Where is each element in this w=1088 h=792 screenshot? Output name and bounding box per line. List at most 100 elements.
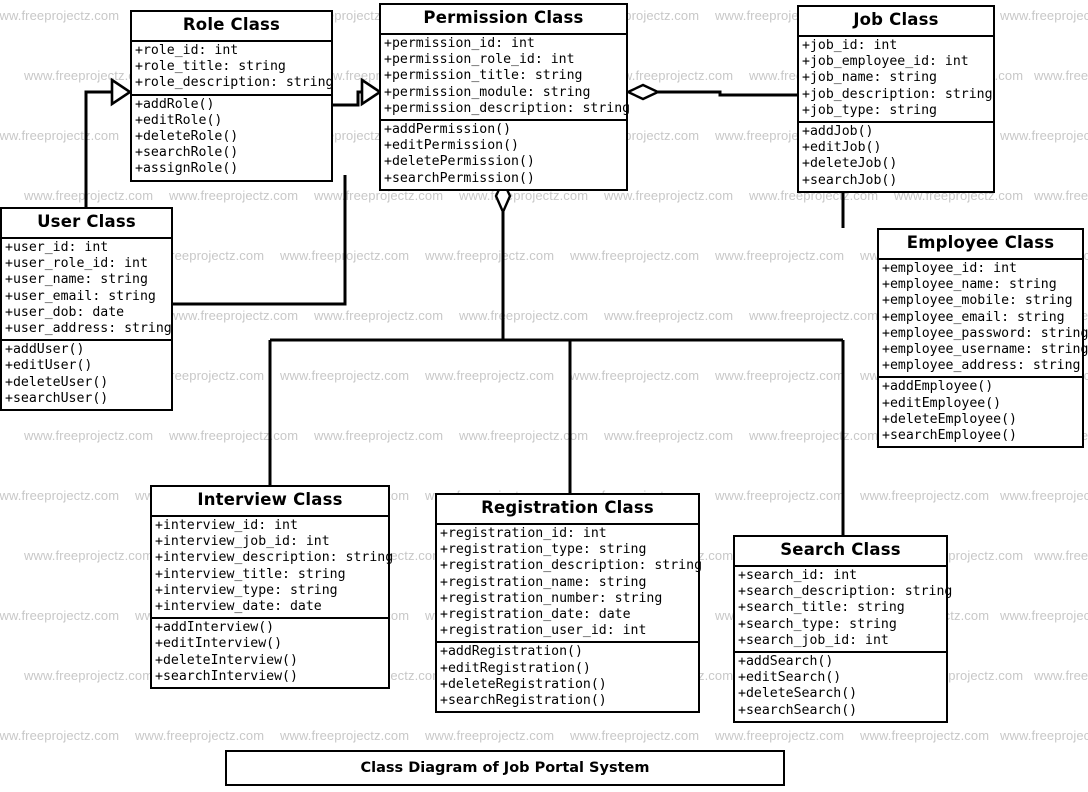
class-attributes-user: +user_id: int +user_role_id: int +user_n… [2,239,172,342]
method-row: +deletePermission() [384,154,535,170]
class-box-registration[interactable]: Registration Class +registration_id: int… [435,493,703,714]
attribute-row: +search_title: string [738,600,905,616]
class-title-user: User Class [2,209,171,239]
attribute-row: +user_email: string [5,288,156,304]
attribute-row: +job_type: string [802,102,937,118]
class-attributes-employee: +employee_id: int +employee_name: string… [879,260,1088,379]
method-row: +deleteSearch() [738,686,858,702]
attribute-row: +employee_mobile: string [882,293,1073,309]
wire-permission-to-job [658,90,797,97]
method-row: +addInterview() [155,620,275,636]
attribute-row: +user_role_id: int [5,256,148,272]
attribute-row: +registration_id: int [440,525,607,541]
class-box-search[interactable]: Search Class +search_id: int +search_des… [733,535,953,723]
attribute-row: +permission_module: string [384,84,591,100]
attribute-row: +job_description: string [802,86,993,102]
method-row: +editJob() [802,140,882,156]
method-row: +editRole() [135,112,223,128]
class-methods-interview: +addInterview() +editInterview() +delete… [152,619,388,687]
class-methods-job: +addJob() +editJob() +deleteJob() +searc… [799,123,993,191]
class-title-employee: Employee Class [879,230,1082,260]
class-title-job: Job Class [799,7,993,37]
attribute-row: +registration_number: string [440,590,663,606]
method-row: +searchPermission() [384,170,535,186]
attribute-row: +role_id: int [135,42,239,58]
attribute-row: +interview_date: date [155,598,322,614]
class-title-permission: Permission Class [381,5,626,35]
method-row: +addJob() [802,123,874,139]
class-box-job[interactable]: Job Class +job_id: int +job_employee_id:… [797,5,995,193]
class-box-permission[interactable]: Permission Class +permission_id: int +pe… [379,3,631,191]
aggregation-diamond-permission-job [625,83,661,101]
generalization-arrowhead-permission [360,77,383,107]
class-methods-search: +addSearch() +editSearch() +deleteSearch… [735,653,946,721]
attribute-row: +permission_role_id: int [384,52,575,68]
attribute-row: +interview_description: string [155,550,394,566]
method-row: +addRegistration() [440,644,583,660]
attribute-row: +registration_name: string [440,574,647,590]
attribute-row: +job_employee_id: int [802,54,969,70]
class-attributes-registration: +registration_id: int +registration_type… [437,525,703,644]
attribute-row: +employee_username: string [882,341,1088,357]
attribute-row: +employee_password: string [882,325,1088,341]
attribute-row: +user_address: string [5,320,172,336]
attribute-row: +employee_email: string [882,309,1065,325]
attribute-row: +registration_type: string [440,542,647,558]
method-row: +editPermission() [384,138,519,154]
class-methods-registration: +addRegistration() +editRegistration() +… [437,643,698,711]
method-row: +deleteJob() [802,156,898,172]
attribute-row: +interview_type: string [155,582,338,598]
attribute-row: +registration_description: string [440,558,703,574]
class-title-interview: Interview Class [152,487,388,517]
attribute-row: +user_id: int [5,239,109,255]
class-box-user[interactable]: User Class +user_id: int +user_role_id: … [0,207,173,411]
attribute-row: +job_name: string [802,70,937,86]
class-box-interview[interactable]: Interview Class +interview_id: int +inte… [150,485,394,689]
attribute-row: +permission_title: string [384,68,583,84]
method-row: +editUser() [5,358,93,374]
method-row: +deleteUser() [5,374,109,390]
attribute-row: +search_type: string [738,616,897,632]
wire-role-to-permission [333,90,362,107]
method-row: +searchRegistration() [440,693,607,708]
method-row: +searchUser() [5,390,109,406]
attribute-row: +search_description: string [738,584,953,600]
attribute-row: +employee_id: int [882,260,1017,276]
method-row: +addEmployee() [882,379,994,395]
class-title-registration: Registration Class [437,495,698,525]
attribute-row: +user_name: string [5,272,148,288]
class-box-role[interactable]: Role Class +role_id: int +role_title: st… [130,10,334,182]
class-box-employee[interactable]: Employee Class +employee_id: int +employ… [877,228,1088,449]
class-title-search: Search Class [735,537,946,567]
attribute-row: +employee_name: string [882,277,1057,293]
wire-user-to-role [84,90,112,207]
attribute-row: +employee_address: string [882,358,1081,374]
class-attributes-role: +role_id: int +role_title: string +role_… [132,42,334,96]
method-row: +searchInterview() [155,668,298,684]
method-row: +addPermission() [384,121,512,137]
class-title-role: Role Class [132,12,331,42]
method-row: +searchEmployee() [882,428,1017,443]
attribute-row: +search_job_id: int [738,632,889,648]
attribute-row: +interview_title: string [155,566,346,582]
attribute-row: +role_description: string [135,75,334,91]
class-attributes-permission: +permission_id: int +permission_role_id:… [381,35,631,121]
method-row: +deleteRegistration() [440,676,607,692]
class-attributes-job: +job_id: int +job_employee_id: int +job_… [799,37,993,123]
method-row: +deleteRole() [135,128,239,144]
attribute-row: +permission_description: string [384,100,631,116]
attribute-row: +interview_id: int [155,517,298,533]
attribute-row: +registration_user_id: int [440,623,647,639]
method-row: +editInterview() [155,636,283,652]
attribute-row: +search_id: int [738,567,858,583]
class-methods-permission: +addPermission() +editPermission() +dele… [381,121,626,189]
method-row: +searchSearch() [738,702,858,718]
attribute-row: +permission_id: int [384,35,535,51]
class-methods-role: +addRole() +editRole() +deleteRole() +se… [132,96,331,180]
attribute-row: +interview_job_id: int [155,534,330,550]
class-attributes-search: +search_id: int +search_description: str… [735,567,953,653]
method-row: +addSearch() [738,653,834,669]
wire-user-to-role-secondary [173,175,347,306]
